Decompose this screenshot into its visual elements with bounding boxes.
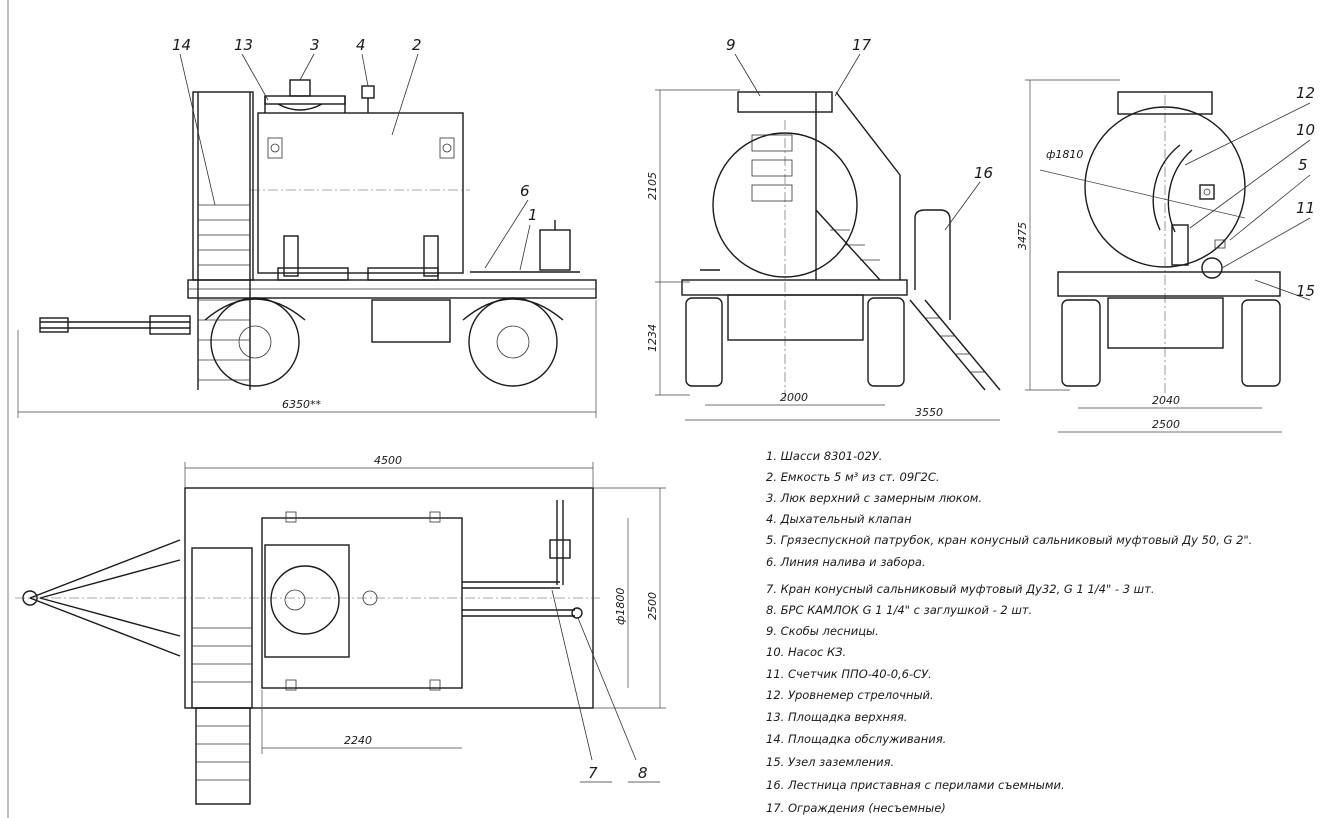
callout-13: 13	[234, 36, 253, 54]
rear-width-dimension: 2500	[1152, 418, 1180, 431]
legend-item-5: 5. Грязеспускной патрубок, кран конусный…	[766, 533, 1252, 547]
legend-item-8: 8. БРС КАМЛОК G 1 1/4" с заглушкой - 2 ш…	[766, 603, 1032, 617]
callout-9: 9	[726, 36, 736, 54]
callout-5: 5	[1298, 156, 1308, 174]
legend-item-9: 9. Скобы лесницы.	[766, 624, 879, 638]
front-track-dimension: 2000	[780, 391, 808, 404]
legend-item-2: 2. Емкость 5 м³ из ст. 09Г2С.	[766, 470, 940, 484]
parts-legend: 1. Шасси 8301-02У. 2. Емкость 5 м³ из ст…	[766, 449, 1252, 815]
legend-item-10: 10. Насос КЗ.	[766, 645, 846, 659]
page-border-line	[7, 0, 9, 818]
callout-6: 6	[520, 182, 530, 200]
front-width-dimension: 3550	[915, 406, 943, 419]
callout-15: 15	[1296, 282, 1315, 300]
legend-item-13: 13. Площадка верхняя.	[766, 710, 907, 724]
front-height-upper: 2105	[646, 172, 659, 200]
front-height-lower: 1234	[646, 324, 659, 352]
callout-4: 4	[356, 36, 366, 54]
side-length-dimension: 6350**	[282, 398, 321, 411]
legend-item-11: 11. Счетчик ППО-40-0,6-СУ.	[766, 667, 932, 681]
top-width-dimension: 2500	[646, 592, 659, 620]
front-view: 2105 1234 2000 3550 9 17 16	[646, 36, 1001, 421]
rear-track-dimension: 2040	[1152, 394, 1180, 407]
rear-diameter-dimension: ф1810	[1046, 148, 1083, 161]
callout-2: 2	[412, 36, 422, 54]
legend-item-15: 15. Узел заземления.	[766, 755, 894, 769]
top-view: 4500 2500 ф1800 2240 7 8	[15, 454, 666, 805]
callout-8: 8	[638, 764, 648, 782]
callout-12: 12	[1296, 84, 1315, 102]
callout-11: 11	[1296, 199, 1315, 217]
callout-1: 1	[528, 206, 538, 224]
legend-item-1: 1. Шасси 8301-02У.	[766, 449, 882, 463]
callout-10: 10	[1296, 121, 1315, 139]
legend-item-7: 7. Кран конусный сальниковый муфтовый Ду…	[766, 582, 1155, 596]
legend-item-14: 14. Площадка обслуживания.	[766, 732, 946, 746]
rear-height-dimension: 3475	[1016, 222, 1029, 250]
legend-item-12: 12. Уровнемер стрелочный.	[766, 688, 934, 702]
legend-item-3: 3. Люк верхний с замерным люком.	[766, 491, 982, 505]
legend-item-4: 4. Дыхательный клапан	[766, 512, 912, 526]
side-view: 6350** 14 13 3 4 2 6 1	[17, 36, 597, 418]
callout-17: 17	[852, 36, 872, 54]
top-offset-dimension: 2240	[344, 734, 372, 747]
callout-16: 16	[974, 164, 993, 182]
legend-item-16: 16. Лестница приставная с перилами съемн…	[766, 778, 1065, 792]
callout-3: 3	[310, 36, 320, 54]
rear-view: 3475 ф1810 2040 2500 12 10 5 11 15	[1016, 79, 1315, 433]
legend-item-6: 6. Линия налива и забора.	[766, 555, 926, 569]
top-length-dimension: 4500	[374, 454, 402, 467]
top-diameter-dimension: ф1800	[614, 588, 627, 625]
callout-14: 14	[172, 36, 191, 54]
legend-item-17: 17. Ограждения (несъемные)	[766, 801, 946, 815]
callout-7: 7	[588, 764, 598, 782]
